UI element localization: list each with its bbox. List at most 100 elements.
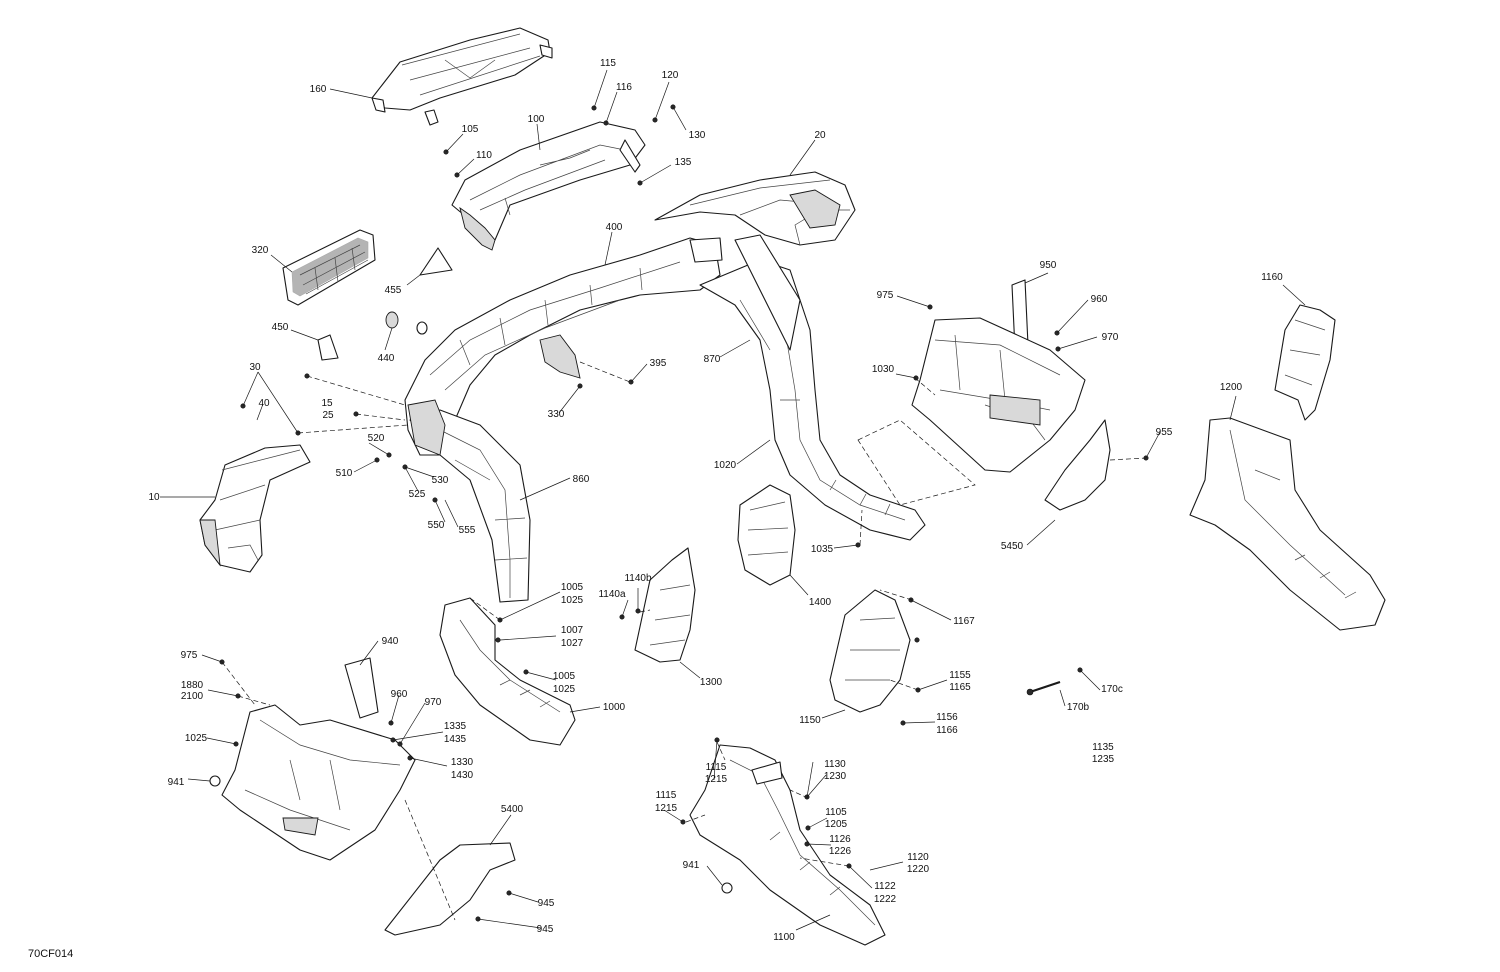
callout-1150: 1150 — [799, 715, 821, 726]
part-320-grille — [282, 229, 376, 306]
assembly-dashed-lines — [221, 361, 1147, 921]
callout-labels: 1601151161201301051001101352040032045595… — [148, 58, 1283, 943]
callout-1035: 1035 — [811, 544, 834, 555]
callout-1330: 1330 — [451, 757, 474, 768]
callout-1335: 1335 — [444, 721, 467, 732]
part-1200-side-rail — [1189, 417, 1386, 631]
callout-970: 970 — [1102, 332, 1119, 343]
part-20-hood — [654, 171, 856, 246]
callout-1220: 1220 — [907, 864, 930, 875]
part-100-rear-bracket — [451, 121, 646, 251]
callout-1435: 1435 — [444, 734, 467, 745]
callout-2100: 2100 — [181, 691, 204, 702]
callout-1230: 1230 — [824, 771, 847, 782]
drawing-id: 70CF014 — [28, 948, 73, 960]
callout-170b: 170b — [1067, 702, 1090, 713]
callout-1165: 1165 — [949, 682, 971, 693]
callout-940: 940 — [382, 636, 399, 647]
callout-1007: 1007 — [561, 625, 584, 636]
callout-1430: 1430 — [451, 770, 474, 781]
callout-330: 330 — [548, 409, 565, 420]
part-160-top-cover — [371, 27, 553, 126]
part-1400-bracket — [737, 484, 796, 586]
callout-1155: 1155 — [949, 670, 971, 681]
part-450-panel — [317, 334, 339, 361]
callout-870: 870 — [704, 354, 721, 365]
part-1160-side-panel — [1274, 304, 1336, 421]
part-860-left-leg — [407, 399, 531, 603]
callout-1160: 1160 — [1261, 272, 1283, 283]
callout-395: 395 — [650, 358, 667, 369]
callout-550: 550 — [428, 520, 445, 531]
callout-1226: 1226 — [829, 846, 852, 857]
callout-941: 941 — [683, 860, 700, 871]
callout-1126: 1126 — [829, 834, 851, 845]
callout-1166: 1166 — [936, 725, 958, 736]
callout-960: 960 — [1091, 294, 1108, 305]
callout-110: 110 — [476, 150, 492, 161]
part-1150-panel — [829, 589, 911, 713]
callout-955: 955 — [1156, 427, 1173, 438]
part-5450-bracket — [1044, 419, 1111, 511]
callout-520: 520 — [368, 433, 385, 444]
callout-130: 130 — [689, 130, 706, 141]
part-1300-panel — [634, 547, 696, 663]
callout-170c: 170c — [1101, 684, 1123, 695]
callout-1222: 1222 — [874, 894, 897, 905]
callout-525: 525 — [409, 489, 426, 500]
callout-5450: 5450 — [1001, 541, 1024, 552]
part-870-right-frame — [699, 234, 926, 541]
callout-1122: 1122 — [874, 881, 896, 892]
callout-1030: 1030 — [872, 364, 895, 375]
callout-975: 975 — [877, 290, 894, 301]
callout-1300: 1300 — [700, 677, 723, 688]
callout-1130: 1130 — [824, 759, 846, 770]
callout-970: 970 — [425, 697, 442, 708]
callout-1400: 1400 — [809, 597, 832, 608]
callout-100: 100 — [528, 114, 545, 125]
callout-400: 400 — [606, 222, 623, 233]
callout-941: 941 — [168, 777, 185, 788]
part-940-floor-tray — [221, 657, 416, 861]
callout-1000: 1000 — [603, 702, 626, 713]
callout-20: 20 — [814, 130, 826, 141]
callout-115: 115 — [600, 58, 616, 69]
part-950-floor-tray — [911, 279, 1086, 473]
callout-440: 440 — [378, 353, 395, 364]
callout-1105: 1105 — [825, 807, 847, 818]
callout-116: 116 — [616, 82, 632, 93]
callout-960: 960 — [391, 689, 408, 700]
callout-950: 950 — [1040, 260, 1057, 271]
callout-1156: 1156 — [936, 712, 958, 723]
callout-1135: 1135 — [1092, 742, 1114, 753]
callout-1120: 1120 — [907, 852, 929, 863]
callout-30: 30 — [249, 362, 261, 373]
callout-1025: 1025 — [185, 733, 208, 744]
part-1000-left-rail — [439, 597, 576, 746]
callout-40: 40 — [258, 398, 270, 409]
callout-860: 860 — [573, 474, 590, 485]
part-1100-right-rail — [689, 744, 886, 946]
callout-1115: 1115 — [656, 790, 677, 801]
callout-1100: 1100 — [773, 932, 795, 943]
callout-1005: 1005 — [553, 671, 576, 682]
part-455-panel — [419, 247, 453, 276]
callout-1005: 1005 — [561, 582, 584, 593]
callout-1167: 1167 — [953, 616, 975, 627]
callout-1215: 1215 — [705, 774, 728, 785]
part-170b-bolt — [1026, 680, 1061, 696]
callout-5400: 5400 — [501, 804, 524, 815]
leader-lines — [160, 69, 1306, 931]
callout-25: 25 — [322, 410, 334, 421]
callout-1025: 1025 — [553, 684, 576, 695]
callout-120: 120 — [662, 70, 679, 81]
callout-530: 530 — [432, 475, 449, 486]
callout-945: 945 — [538, 898, 555, 909]
callout-1215: 1215 — [655, 803, 678, 814]
callout-450: 450 — [272, 322, 289, 333]
callout-555: 555 — [459, 525, 476, 536]
part-5400-bracket — [384, 842, 516, 936]
callout-1027: 1027 — [561, 638, 584, 649]
